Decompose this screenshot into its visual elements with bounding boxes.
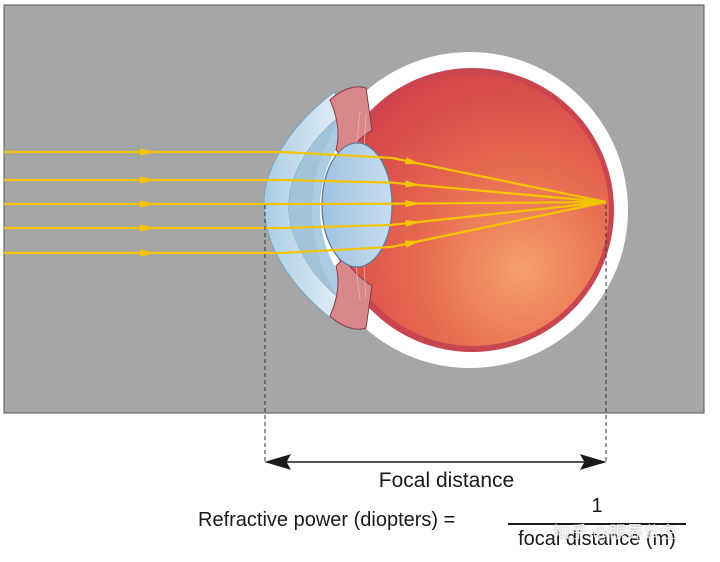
ray-arrow-icon: [405, 180, 422, 188]
light-ray-through-lens: [281, 150, 393, 160]
watermark: 知乎 @眼界公主: [553, 523, 678, 543]
light-ray-through-lens: [281, 245, 393, 255]
vitreous-chamber: [337, 74, 609, 346]
formula-denominator: focal distance (m): [518, 528, 676, 550]
ray-arrow-icon: [140, 148, 156, 156]
ray-arrow-icon: [140, 176, 156, 184]
light-ray-through-lens: [281, 223, 393, 230]
iris-ciliary-bottom: [329, 257, 373, 330]
light-ray-converging: [391, 200, 607, 205]
fraction-bar: [508, 523, 686, 525]
eyeball: [263, 52, 628, 368]
light-ray-through-lens: [281, 178, 393, 184]
ray-arrow-icon: [404, 157, 422, 165]
formula-lhs: Refractive power (diopters) =: [198, 509, 456, 531]
light-ray-converging: [391, 200, 607, 226]
light-rays: [4, 148, 607, 257]
light-ray-converging: [391, 156, 607, 204]
ray-arrow-icon: [405, 200, 422, 208]
focal-distance-label: Focal distance: [378, 469, 515, 492]
focal-distance-arrow: [264, 454, 607, 470]
light-ray-converging: [391, 200, 607, 248]
ray-arrow-icon: [140, 249, 156, 257]
ray-arrow-icon: [404, 240, 422, 248]
ray-arrow-icon: [140, 224, 156, 232]
light-ray-converging: [391, 181, 607, 204]
anterior-chamber: [289, 112, 356, 300]
ray-arrow-icon: [405, 219, 422, 227]
formula-numerator: 1: [591, 495, 603, 517]
ray-arrow-icon: [140, 200, 156, 208]
